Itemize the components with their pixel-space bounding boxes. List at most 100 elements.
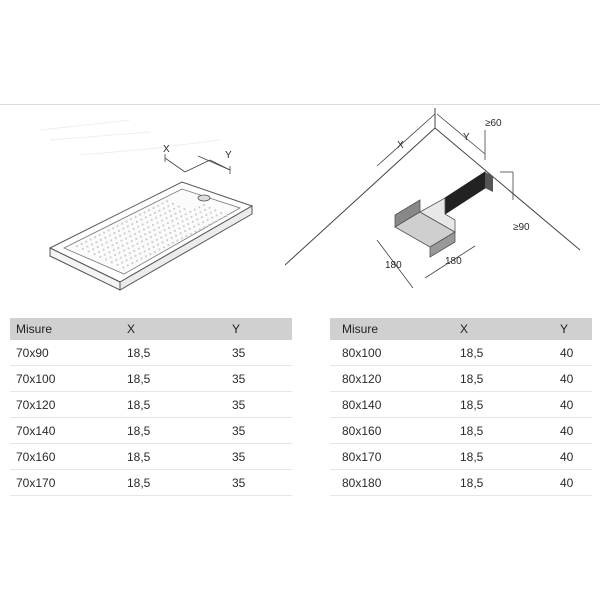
tray-texture-dot	[131, 223, 134, 226]
cell-y: 40	[560, 443, 592, 470]
tray-texture-dot	[209, 211, 212, 214]
tray-texture-dot	[176, 222, 180, 225]
tray-texture-dot	[148, 248, 151, 251]
tray-texture-dot	[157, 226, 160, 229]
table-row: 80x120 18,5 40	[330, 365, 592, 392]
cell-x: 18,5	[454, 391, 560, 418]
tray-texture-dot	[96, 245, 99, 249]
cell-size: 80x140	[330, 391, 454, 418]
tray-texture-dot	[158, 209, 161, 212]
tray-texture-dot	[178, 210, 182, 213]
tray-texture-dot	[225, 214, 228, 217]
depth-label-a: 180	[385, 260, 402, 271]
cell-x: 18,5	[454, 443, 560, 470]
tray-texture-dot	[162, 207, 165, 210]
tray-texture-dot	[114, 236, 117, 240]
tray-texture-dot	[119, 256, 122, 259]
tray-texture-dot	[146, 243, 149, 246]
tray-texture-dot	[130, 240, 133, 243]
tray-texture-dot	[206, 218, 209, 221]
cell-size: 70x90	[10, 340, 121, 366]
tray-texture-dot	[162, 224, 165, 227]
tray-texture-dot	[129, 235, 132, 238]
installation-diagram: X Y ≥60 ≥90 180 180	[284, 100, 595, 300]
table-row: 80x140 18,5 40	[330, 391, 592, 418]
min-height-label: ≥60	[485, 118, 502, 129]
tray-texture-dot	[104, 236, 107, 239]
tray-texture-dot	[166, 200, 169, 203]
tray-texture-dot	[193, 225, 196, 228]
tray-texture-dot	[183, 208, 186, 211]
tray-texture-dot	[147, 226, 150, 229]
cell-y: 40	[560, 391, 592, 418]
tray-texture-dot	[169, 231, 172, 235]
tray-texture-dot	[126, 225, 129, 228]
tray-texture-dot	[95, 241, 98, 244]
tray-texture-dot	[184, 213, 187, 216]
tray-texture-dot	[158, 248, 161, 251]
tray-texture-dot	[135, 220, 138, 223]
dimension-x-label: X	[163, 144, 170, 155]
tray-texture-dot	[144, 233, 147, 236]
tray-texture-dot	[158, 231, 162, 234]
tray-texture-dot	[137, 247, 140, 250]
tray-texture-dot	[124, 254, 127, 257]
tray-texture-dot	[106, 246, 110, 249]
table-row: 80x170 18,5 40	[330, 443, 592, 470]
tray-texture-dot	[149, 252, 152, 256]
tray-texture-dot	[167, 205, 170, 208]
tray-texture-dot	[134, 254, 137, 257]
tray-texture-dot	[132, 227, 135, 231]
tray-texture-dot	[92, 248, 95, 251]
tray-texture-dot	[190, 215, 193, 218]
cell-size: 70x140	[10, 417, 121, 444]
min-width-label: ≥90	[513, 222, 530, 233]
tray-texture-dot	[197, 223, 200, 226]
tray-texture-dot	[85, 240, 88, 243]
tray-texture-dot	[93, 253, 96, 256]
tray-texture-dot	[130, 257, 133, 260]
tray-texture-dot	[174, 212, 177, 215]
tray-texture-dot	[98, 233, 101, 237]
tray-texture-dot	[76, 245, 79, 248]
cell-y: 35	[232, 417, 292, 444]
tray-texture-dot	[156, 221, 159, 224]
tray-texture-dot	[112, 227, 115, 230]
tray-texture-dot	[144, 255, 147, 258]
tray-texture-dot	[214, 209, 217, 212]
tray-texture-dot	[157, 204, 160, 207]
cell-size: 80x180	[330, 469, 454, 496]
tray-texture-dot	[153, 211, 156, 214]
tray-texture-dot	[126, 242, 129, 245]
tray-texture-dot	[121, 261, 124, 264]
tray-texture-dot	[180, 215, 183, 218]
tray-texture-dot	[105, 241, 108, 244]
header-size: Misure	[10, 318, 121, 340]
cell-size: 80x170	[330, 443, 454, 470]
tray-texture-dot	[185, 217, 189, 221]
tray-texture-dot	[99, 255, 102, 258]
tray-texture-dot	[124, 237, 128, 240]
tray-texture-dot	[133, 232, 137, 236]
tray-texture-dot	[221, 216, 224, 220]
tray-texture-dot	[108, 234, 111, 237]
top-divider	[0, 104, 600, 105]
tray-texture-dot	[113, 253, 117, 257]
tray-texture-dot	[119, 234, 122, 237]
tray-texture-dot	[150, 218, 153, 222]
tray-texture-dot	[167, 226, 171, 230]
cell-x: 18,5	[121, 365, 232, 392]
tray-texture-dot	[118, 251, 121, 254]
tray-texture-dot	[198, 206, 201, 209]
tray-texture-dot	[115, 258, 118, 262]
tray-texture-dot	[167, 243, 170, 247]
tray-texture-dot	[94, 236, 97, 239]
tray-texture-dot	[198, 228, 201, 231]
tray-texture-dot	[133, 249, 136, 253]
header-x: X	[454, 318, 560, 340]
tray-texture-dot	[107, 229, 110, 232]
tray-texture-dot	[152, 206, 155, 210]
tray-texture-dot	[151, 240, 154, 244]
tray-texture-dot	[215, 214, 218, 217]
tray-texture-dot	[171, 202, 174, 205]
